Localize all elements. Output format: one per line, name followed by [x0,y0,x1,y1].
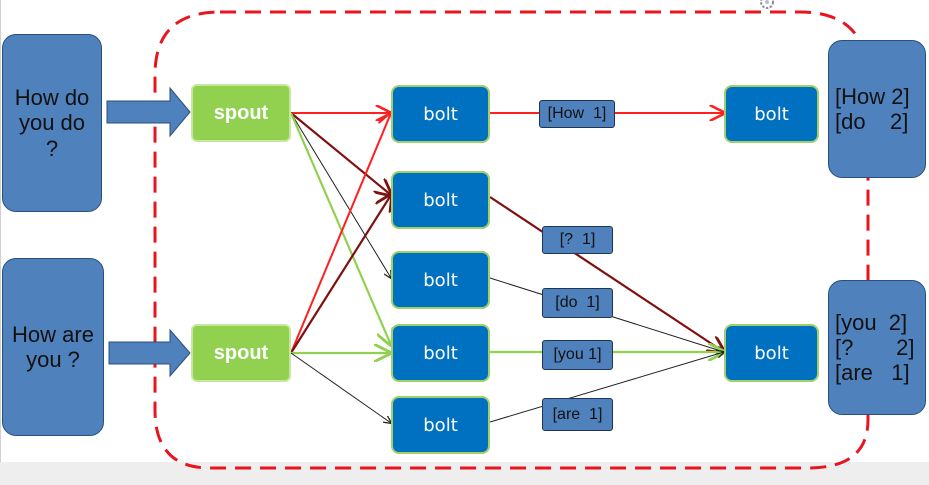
bolt-4: bolt [391,324,490,382]
bolt-5: bolt [391,396,490,454]
output-counts-1: [How 2] [do 2] [828,40,926,178]
bolt-7: bolt [724,324,819,382]
bolt-1: bolt [391,85,490,143]
input-arrow-1 [106,86,191,138]
topology-boundary [153,10,870,470]
edge-bolt2-bolt7 [489,196,724,352]
tuple-question: [? 1] [542,226,613,254]
bolt-6: bolt [724,85,819,143]
left-edge [0,0,1,462]
output-counts-2: [you 2] [? 2] [are 1] [828,280,926,415]
input-sentence-1: How do you do ? [2,34,102,212]
tuple-how: [How 1] [539,100,615,128]
input-arrow-2 [108,328,191,378]
bolt-2: bolt [391,171,490,229]
spout-1: spout [191,84,291,142]
edge-spout2-bolt5 [290,352,391,423]
edge-spout1-bolt2 [290,112,391,195]
edge-spout2-bolt2 [290,195,391,354]
tuple-you: [you 1] [542,340,613,370]
bolt-3: bolt [391,251,490,309]
edge-spout1-bolt4 [289,112,391,345]
input-sentence-2: How are you ? [2,258,104,436]
edge-spout1-bolt3 [290,112,391,278]
edge-bolt5-bolt7 [489,352,724,423]
tuple-are: [are 1] [542,398,613,431]
tuple-do: [do 1] [542,288,613,318]
gear-icon [760,0,774,9]
spout-2: spout [191,324,291,382]
edge-spout2-bolt1 [290,113,391,354]
